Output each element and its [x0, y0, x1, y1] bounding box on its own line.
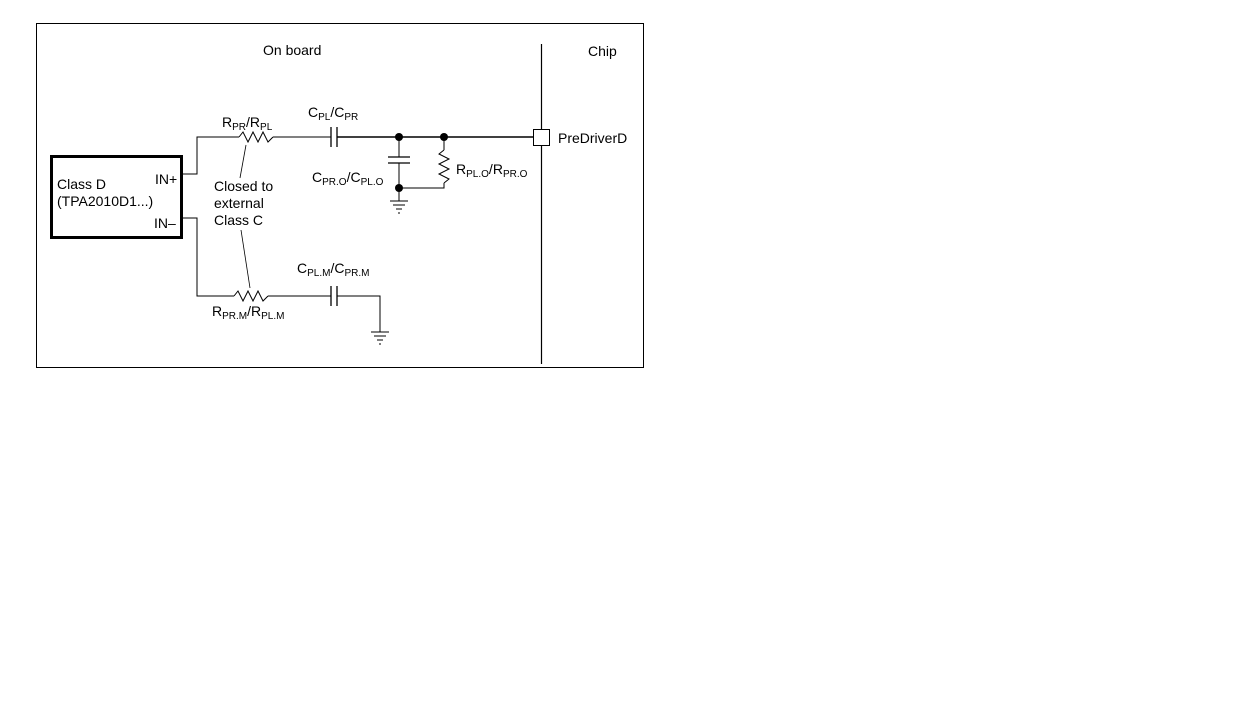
pin-in-plus: IN+: [155, 171, 177, 187]
label-c-shunt: CPR.O/CPL.O: [312, 169, 384, 188]
junction-dot-ground: [395, 184, 403, 192]
label-r-shunt: RPL.O/RPR.O: [456, 161, 528, 180]
note-line-3: Class C: [214, 212, 263, 228]
region-label-board: On board: [263, 42, 321, 58]
chip-pin: [533, 129, 550, 146]
note-line-2: external: [214, 195, 264, 211]
class-d-amplifier: Class D (TPA2010D1...) IN+ IN–: [50, 155, 183, 239]
resistor-r-series-pos: [238, 130, 274, 144]
diagram-frame: [36, 23, 644, 368]
wire-shunt-res-bottom: [399, 183, 445, 189]
shunt-network: [388, 137, 451, 214]
wire-in-minus: [181, 217, 234, 297]
junction-dot-res: [440, 133, 448, 141]
positive-path: [181, 127, 533, 175]
wire-c-to-ground-neg: [337, 295, 381, 332]
note-line-1: Closed to: [214, 178, 273, 194]
amplifier-part: (TPA2010D1...): [57, 193, 153, 209]
junction-dot-cap: [395, 133, 403, 141]
label-c-series-pos: CPL/CPR: [308, 104, 358, 123]
leader-line-top: [239, 144, 247, 179]
wire-in-plus: [181, 136, 239, 175]
negative-path: [181, 217, 389, 345]
label-c-series-neg: CPL.M/CPR.M: [297, 260, 369, 279]
amplifier-name: Class D: [57, 176, 106, 192]
pin-in-minus: IN–: [154, 215, 176, 231]
label-r-series-neg: RPR.M/RPL.M: [212, 303, 284, 322]
amplifier-box: [50, 155, 183, 239]
leader-line-bottom: [240, 229, 251, 289]
label-r-series-pos: RPR/RPL: [222, 114, 273, 133]
pin-label: PreDriverD: [558, 130, 627, 146]
region-label-chip: Chip: [588, 43, 617, 59]
note-closed-to-class-c: Closed to external Class C: [214, 178, 273, 228]
resistor-r-series-neg: [233, 289, 269, 303]
resistor-r-shunt: [437, 149, 451, 184]
